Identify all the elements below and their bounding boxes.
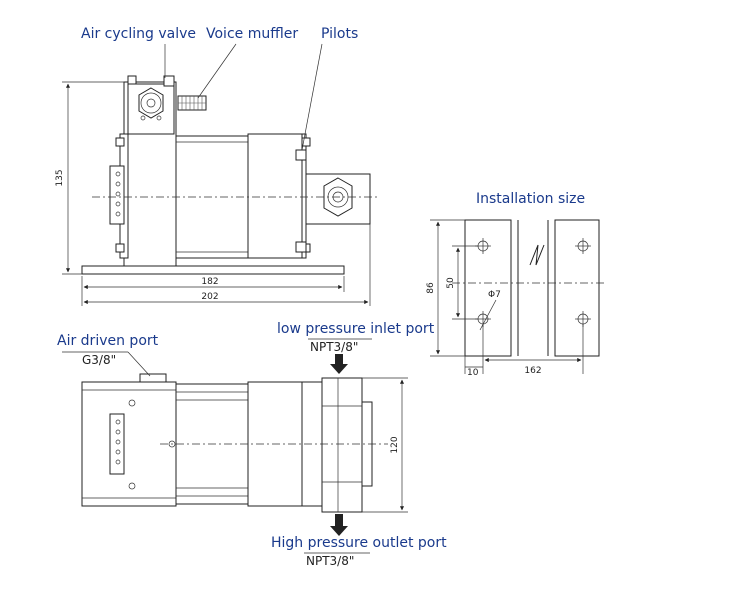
spec-high-pressure-outlet: NPT3/8" [306,554,354,568]
top-pump-head [321,377,363,513]
label-installation-size: Installation size [476,191,585,207]
top-view: 120 Air driven port G3/8" low pressure i… [57,321,447,568]
installation-view: Installation size 86 50 Φ7 [426,191,606,378]
dim-135: 135 [55,169,65,186]
spec-air-driven-port: G3/8" [82,353,116,367]
dim-10: 10 [467,368,479,378]
base-plate [81,265,345,275]
label-low-pressure-inlet: low pressure inlet port [277,321,435,337]
install-right-foot [554,219,600,357]
label-pilots: Pilots [321,26,358,42]
install-left-foot [464,219,512,357]
outlet-arrow-icon [330,514,348,536]
air-driven-port-boss [139,373,167,383]
label-voice-muffler: Voice muffler [206,26,298,42]
dim-50: 50 [446,277,456,289]
air-cycling-valve-cap [163,75,175,87]
right-head [247,133,303,259]
label-air-driven-port: Air driven port [57,333,159,349]
inlet-arrow-icon [330,354,348,374]
air-cycling-valve-body [127,83,175,135]
dim-182: 182 [201,277,218,287]
left-port-strip [109,165,125,225]
spec-low-pressure-inlet: NPT3/8" [310,340,358,354]
side-view: 135 182 202 Air cycling valve Voice muff… [55,26,380,306]
pump-head-hex-icon [323,177,353,217]
label-high-pressure-outlet: High pressure outlet port [271,535,447,551]
dim-86: 86 [426,282,436,294]
label-air-cycling-valve: Air cycling valve [81,26,196,42]
dim-hole: Φ7 [488,290,501,300]
dim-120: 120 [390,436,400,453]
muffler-hatch [178,96,206,110]
dim-202: 202 [201,292,218,302]
valve-hex-icon [138,87,164,119]
dim-162: 162 [524,366,541,376]
